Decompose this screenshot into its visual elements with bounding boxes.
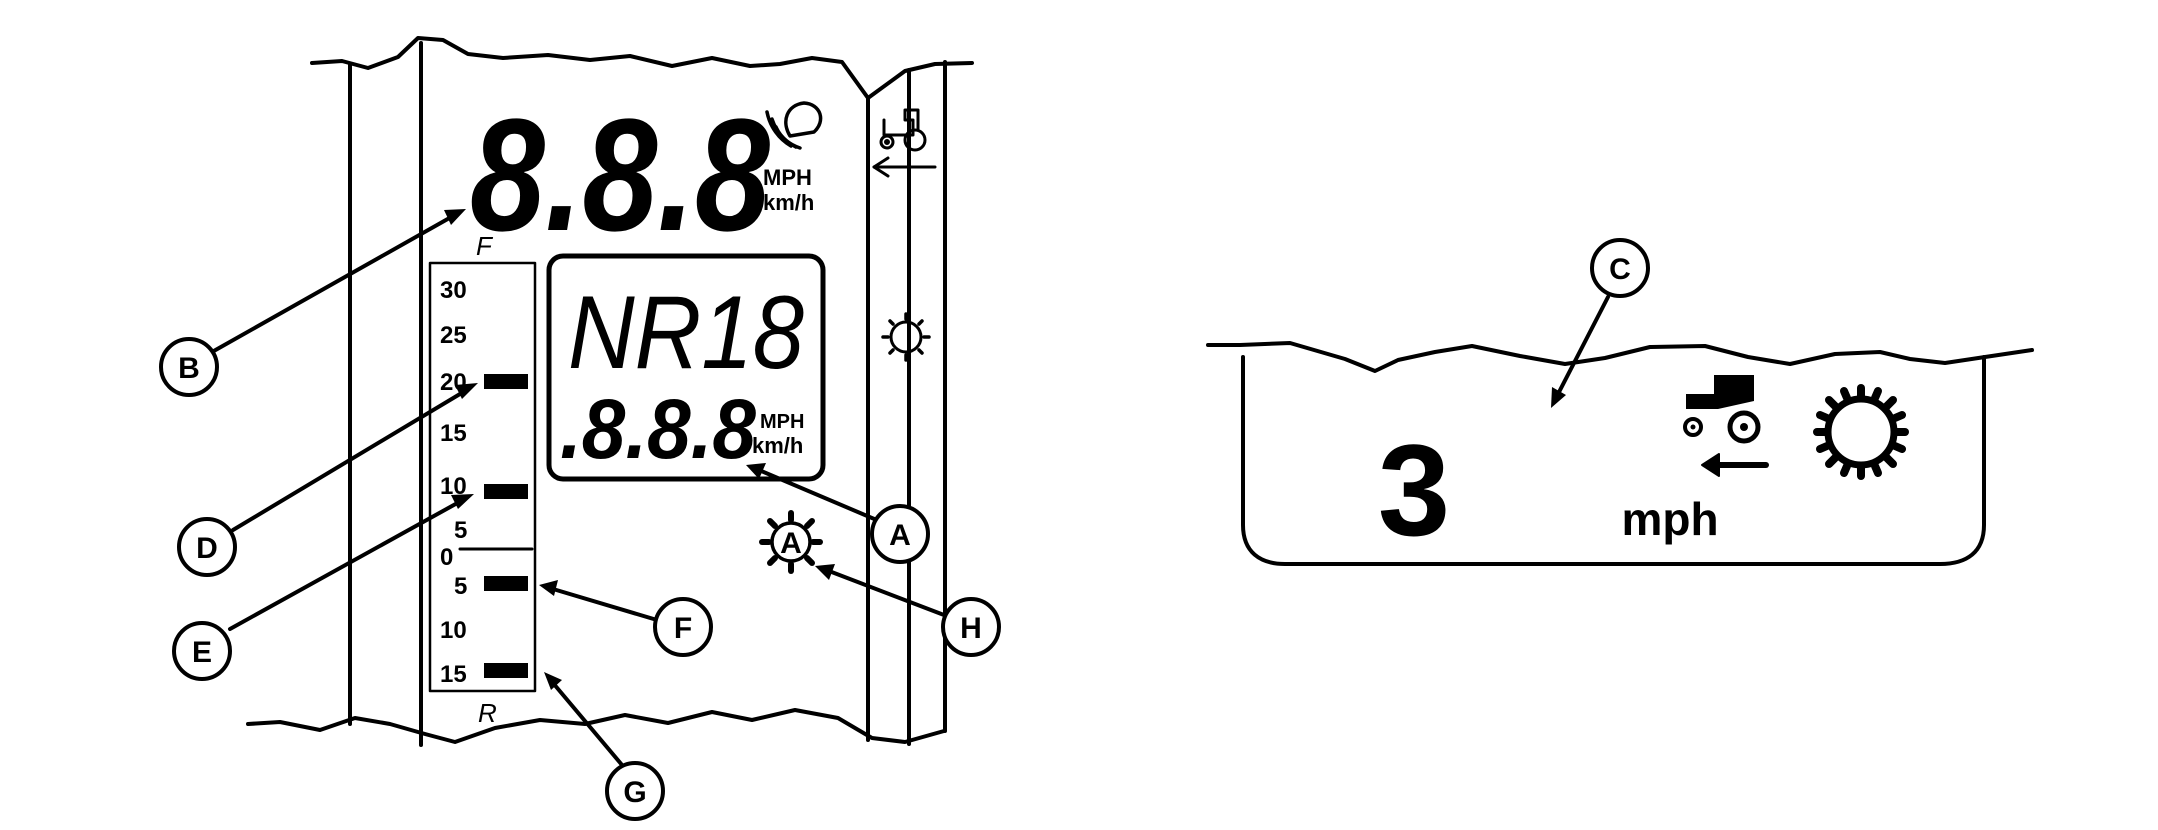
main-speed-readout: 8.8.8 <box>470 85 770 264</box>
sun-icon <box>881 312 931 362</box>
bar-segment-rev-15 <box>484 663 528 678</box>
tractor-icon <box>879 108 927 152</box>
callout-circle-h <box>941 597 1001 657</box>
callout-e: E <box>192 636 212 669</box>
leader-c <box>1555 295 1610 398</box>
scale-label-10: 10 <box>440 473 467 500</box>
detail-speed-unit: mph <box>1621 493 1718 545</box>
callout-circle-c <box>1590 238 1650 298</box>
callout-f: F <box>674 612 692 645</box>
secondary-speed-readout: .8.8.8 <box>560 382 756 476</box>
main-unit-kmh: km/h <box>763 190 814 215</box>
speed-bar-scale <box>428 261 537 693</box>
scale-label-rev-5: 5 <box>454 573 467 600</box>
scale-label-rev-15: 15 <box>440 661 467 688</box>
antenna-signal-icon <box>765 101 823 150</box>
scale-label-25: 25 <box>440 322 467 349</box>
leader-g <box>551 681 624 767</box>
gear-icon-letter: A <box>780 527 802 560</box>
scale-label-0: 0 <box>440 544 453 571</box>
callout-a: A <box>889 519 911 552</box>
gear-display-window <box>546 253 826 482</box>
scale-label-30: 30 <box>440 277 467 304</box>
leader-e <box>228 499 463 631</box>
callout-circle-a <box>870 504 930 564</box>
detail-top-edge <box>1206 341 2034 373</box>
main-unit-mph: MPH <box>763 165 812 190</box>
leader-d <box>231 389 467 532</box>
bar-segment-rev-5 <box>484 576 528 591</box>
reverse-label: R <box>478 698 497 728</box>
tractor-reverse-icon <box>1683 375 1769 477</box>
secondary-unit-mph: MPH <box>760 411 804 433</box>
callout-circle-b <box>159 337 219 397</box>
detail-speed-value: 3 <box>1378 417 1450 563</box>
leader-arrowheads <box>444 209 1566 690</box>
scale-label-rev-10: 10 <box>440 617 467 644</box>
bar-segment-20 <box>484 374 528 389</box>
bar-segment-10 <box>484 484 528 499</box>
secondary-unit-kmh: km/h <box>752 433 803 458</box>
gear-readout: NR18 <box>568 275 804 391</box>
callout-circle-e <box>172 621 232 681</box>
forward-label: F <box>476 231 494 261</box>
leader-b <box>210 214 455 354</box>
leader-h <box>827 569 946 617</box>
callout-circle-d <box>177 517 237 577</box>
gear-icon <box>759 510 823 574</box>
leader-lines <box>210 214 1610 767</box>
torn-top-edge <box>310 36 974 100</box>
leader-a <box>757 468 881 523</box>
callout-circle-g <box>605 761 665 821</box>
callout-h: H <box>960 612 982 645</box>
callout-g: G <box>623 776 646 809</box>
callout-circles <box>159 238 1650 821</box>
callout-b: B <box>178 352 200 385</box>
gear-icon-large <box>1813 384 1909 480</box>
dashboard-panel <box>246 36 974 747</box>
callout-circle-f <box>653 597 713 657</box>
scale-label-15: 15 <box>440 420 467 447</box>
leader-f <box>551 587 659 622</box>
scale-label-20: 20 <box>440 369 467 396</box>
scale-label-5: 5 <box>454 517 467 544</box>
callout-c: C <box>1609 253 1631 286</box>
callout-d: D <box>196 532 218 565</box>
detail-panel <box>1206 341 2034 566</box>
reverse-arrow-icon <box>872 156 937 178</box>
